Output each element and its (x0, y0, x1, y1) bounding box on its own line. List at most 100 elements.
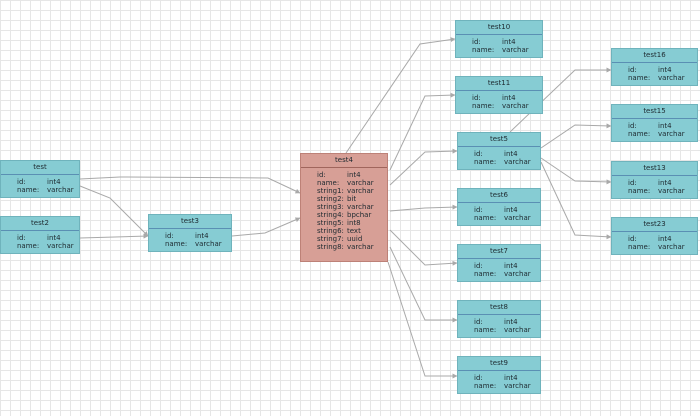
field-type: int4 (502, 94, 516, 102)
field-type: uuid (347, 235, 363, 244)
table-title: test4 (301, 154, 387, 168)
field-name: id: (474, 374, 483, 382)
field-type: int4 (504, 318, 518, 326)
field-name: id: (474, 206, 483, 214)
field-name: id: (474, 150, 483, 158)
table-title: test7 (458, 245, 540, 259)
field-row: id:int4 (317, 171, 387, 179)
field-type: varchar (47, 242, 74, 251)
field-row: string3:varchar (317, 203, 387, 211)
field-row: id: int4 (474, 206, 540, 214)
table-title: test16 (612, 49, 697, 63)
field-name: id: (628, 66, 637, 74)
field-name: string2: (317, 195, 344, 204)
field-type: varchar (502, 102, 529, 111)
field-row: string6:text (317, 227, 387, 235)
field-row: id:int4 (474, 374, 540, 382)
field-type: int4 (658, 179, 672, 187)
field-row: id:int4 (472, 38, 542, 46)
field-row: id:int4 (628, 235, 697, 243)
field-name: name: (17, 186, 40, 195)
table-title: test6 (458, 189, 540, 203)
field-row: name:varchar (165, 240, 231, 248)
field-type: varchar (347, 179, 374, 188)
field-name: name: (317, 179, 340, 188)
field-name: id: (165, 232, 174, 240)
field-row: id: int4 (472, 94, 542, 102)
field-type: int4 (47, 234, 61, 242)
field-type: int4 (504, 206, 518, 214)
field-row: id: int4 (628, 179, 697, 187)
table-title: test (1, 161, 79, 175)
field-name: id: (628, 122, 637, 130)
field-type: int8 (347, 219, 361, 228)
field-row: name:varchar (628, 187, 697, 195)
field-row: name:varchar (628, 130, 697, 138)
field-row: string8:varchar (317, 243, 387, 251)
field-type: int4 (504, 262, 518, 270)
field-row: name: varchar (474, 382, 540, 390)
relation-test2-test3 (79, 233, 149, 239)
field-row: name:varchar (628, 243, 697, 251)
field-type: text (347, 227, 361, 236)
field-name: name: (628, 74, 651, 83)
field-row: name: varchar (317, 179, 387, 187)
field-name: string4: (317, 211, 344, 220)
field-name: id: (472, 94, 481, 102)
field-type: bpchar (347, 211, 372, 220)
field-row: string2:bit (317, 195, 387, 203)
relation-test3-test4 (231, 217, 301, 237)
relation-test5-test15 (540, 123, 612, 149)
field-row: name:varchar (474, 214, 540, 222)
field-name: name: (474, 382, 497, 391)
field-name: name: (628, 243, 651, 252)
field-name: name: (17, 242, 40, 251)
field-type: int4 (504, 150, 518, 158)
relation-test4-test11 (389, 92, 456, 171)
table-title: test5 (458, 133, 540, 147)
field-type: varchar (504, 382, 531, 391)
field-type: int4 (502, 38, 516, 46)
field-row: id:int4 (17, 178, 79, 186)
field-row: string1:varchar (317, 187, 387, 195)
field-row: name:varchar (474, 326, 540, 334)
relation-test4-test5 (389, 148, 458, 186)
table-title: test15 (612, 105, 697, 119)
field-name: id: (628, 235, 637, 243)
relation-test4-test10 (345, 37, 456, 154)
field-row: string4:bpchar (317, 211, 387, 219)
table-title: test10 (456, 21, 542, 35)
table-title: test3 (149, 215, 231, 229)
relation-test4-test8 (389, 246, 458, 323)
field-type: bit (347, 195, 357, 204)
field-name: id: (474, 262, 483, 270)
field-name: id: (474, 318, 483, 326)
field-row: id:int4 (628, 122, 697, 130)
table-title: test11 (456, 77, 542, 91)
relation-test-test3 (79, 185, 149, 237)
field-type: varchar (658, 130, 685, 139)
field-name: id: (628, 179, 637, 187)
